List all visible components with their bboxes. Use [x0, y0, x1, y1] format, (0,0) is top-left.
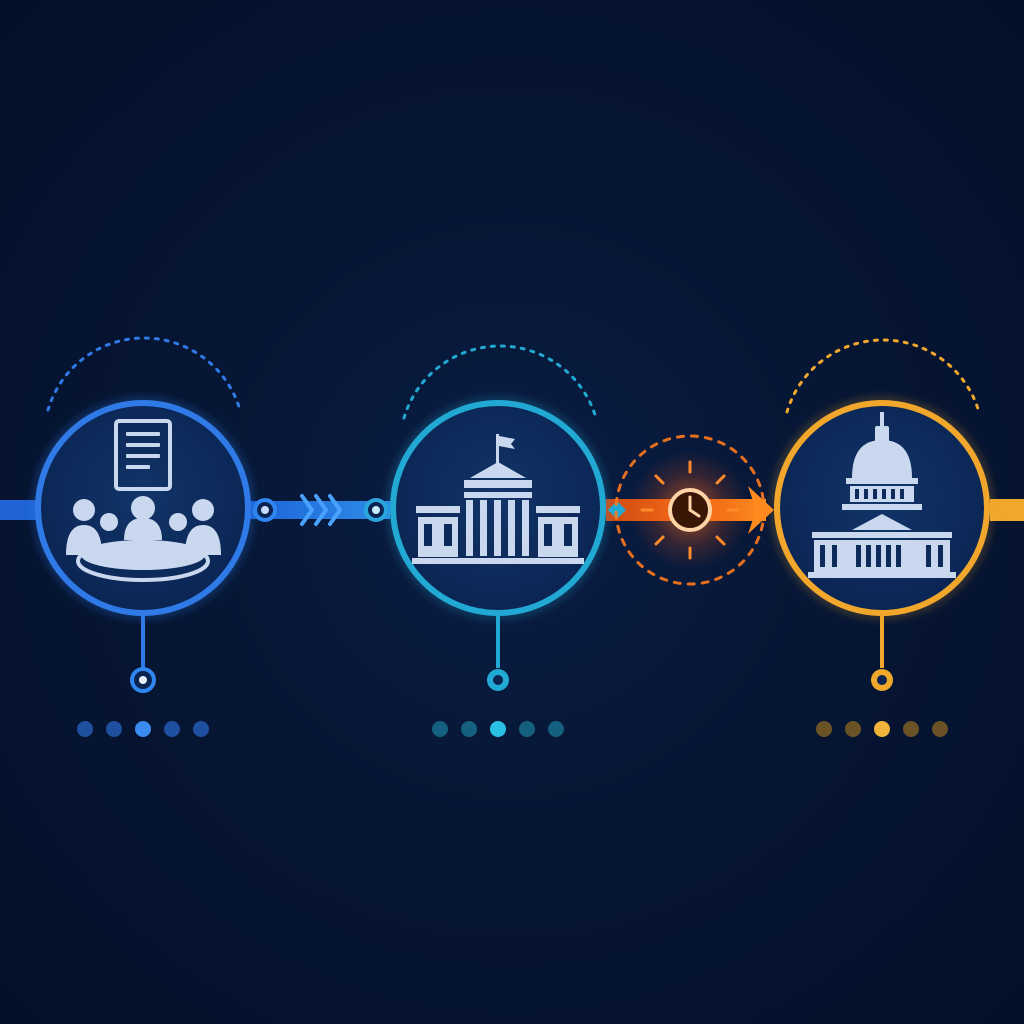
- arrow-head: [748, 486, 774, 534]
- government-building-icon: [412, 434, 584, 564]
- step-2-active-dot: [490, 721, 506, 737]
- step-2-dotted-arc: [402, 344, 598, 420]
- step-3-progress-dots: [816, 721, 948, 737]
- step-1-active-dot: [135, 721, 151, 737]
- step-3-capitol: [770, 338, 994, 737]
- connector-nodes: [253, 498, 388, 522]
- chevrons-forward-icon: [300, 494, 342, 526]
- committee-meeting-icon: [66, 419, 221, 582]
- track-right-segment: [990, 499, 1024, 521]
- step-2-progress-dots: [432, 721, 564, 737]
- step-3-dotted-arc: [785, 338, 981, 414]
- step-1-progress-dots: [77, 721, 209, 737]
- track-segment-1-2: [250, 501, 390, 519]
- step-1-committee: [31, 336, 255, 737]
- clock-timer-icon: [608, 434, 774, 586]
- track-left-segment: [0, 500, 40, 520]
- diamond-marker: [608, 501, 626, 519]
- step-2-government-building: [386, 344, 610, 737]
- step-1-dotted-arc: [46, 336, 242, 412]
- step-3-active-dot: [874, 721, 890, 737]
- capitol-building-icon: [808, 412, 956, 578]
